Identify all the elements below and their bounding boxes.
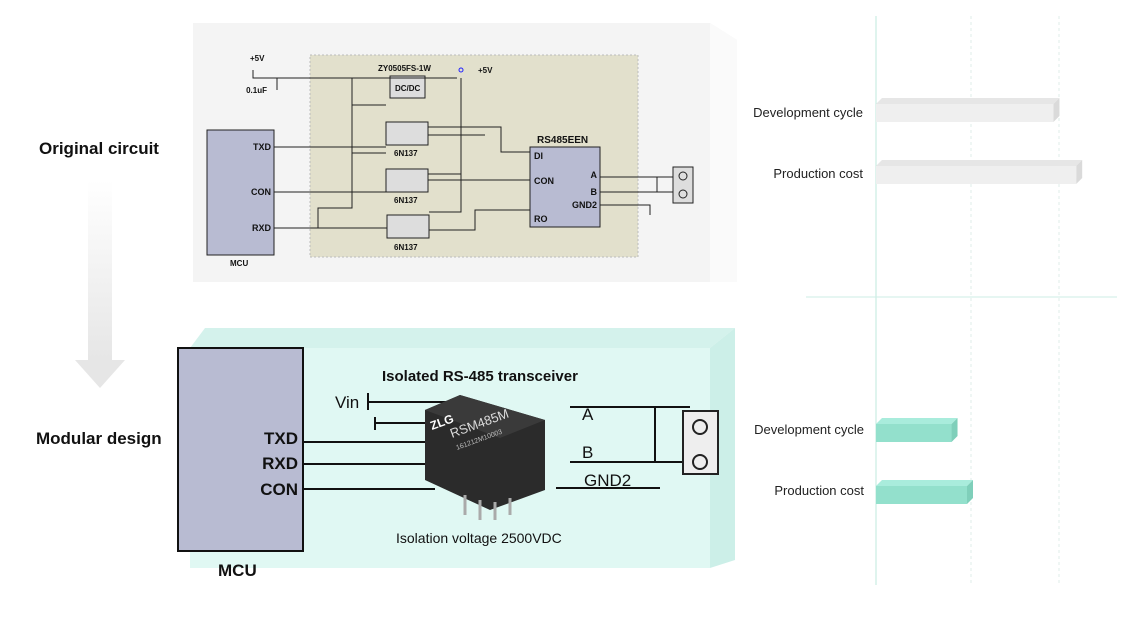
mcu-pin: CON bbox=[260, 480, 298, 499]
output-gnd2: GND2 bbox=[584, 471, 631, 490]
bar bbox=[876, 418, 958, 442]
output-a: A bbox=[582, 405, 594, 424]
mcu-pin: TXD bbox=[253, 142, 272, 152]
transceiver-pin: CON bbox=[534, 176, 554, 186]
transceiver-pin: RO bbox=[534, 214, 548, 224]
transceiver-pin: GND2 bbox=[572, 200, 597, 210]
mcu-label: MCU bbox=[218, 561, 257, 580]
mcu-label: MCU bbox=[230, 259, 248, 268]
mcu-pin: RXD bbox=[262, 454, 298, 473]
original-circuit-panel: +5V +5V 0.1uF ZY0505FS-1W DC/DC 6N137 6N… bbox=[193, 23, 737, 282]
down-arrow-icon bbox=[75, 180, 125, 388]
opto-label: 6N137 bbox=[394, 149, 418, 158]
bar-label: Production cost bbox=[774, 483, 864, 498]
original-circuit-label: Original circuit bbox=[39, 139, 159, 158]
isolation-label: Isolation voltage 2500VDC bbox=[396, 530, 562, 546]
capacitor-label: 0.1uF bbox=[246, 86, 267, 95]
bar-label: Development cycle bbox=[753, 105, 863, 120]
opto-label: 6N137 bbox=[394, 243, 418, 252]
vcc-right-label: +5V bbox=[478, 66, 493, 75]
bar bbox=[876, 98, 1060, 122]
bar-label: Development cycle bbox=[754, 422, 864, 437]
mcu-pin: RXD bbox=[252, 223, 272, 233]
vcc-left-label: +5V bbox=[250, 54, 265, 63]
mcu-pin: CON bbox=[251, 187, 271, 197]
bar bbox=[876, 160, 1083, 184]
output-b: B bbox=[582, 443, 593, 462]
bar-label: Production cost bbox=[773, 166, 863, 181]
modular-design-label: Modular design bbox=[36, 429, 162, 448]
transceiver-title: Isolated RS-485 transceiver bbox=[382, 368, 578, 385]
vin-label: Vin bbox=[335, 393, 359, 412]
transceiver-pin: B bbox=[591, 187, 598, 197]
bar bbox=[876, 480, 973, 504]
opto-label: 6N137 bbox=[394, 196, 418, 205]
mcu-pin: TXD bbox=[264, 429, 298, 448]
transceiver-pin: DI bbox=[534, 151, 543, 161]
comparison-chart bbox=[806, 16, 1117, 585]
modular-design-panel: ZLG RSM485M 161212M10003 Isolated RS-485… bbox=[177, 328, 735, 580]
dcdc-part-label: ZY0505FS-1W bbox=[378, 64, 431, 73]
transceiver-pin: A bbox=[591, 170, 598, 180]
dcdc-label: DC/DC bbox=[395, 84, 421, 93]
transceiver-label: RS485EEN bbox=[537, 135, 588, 146]
